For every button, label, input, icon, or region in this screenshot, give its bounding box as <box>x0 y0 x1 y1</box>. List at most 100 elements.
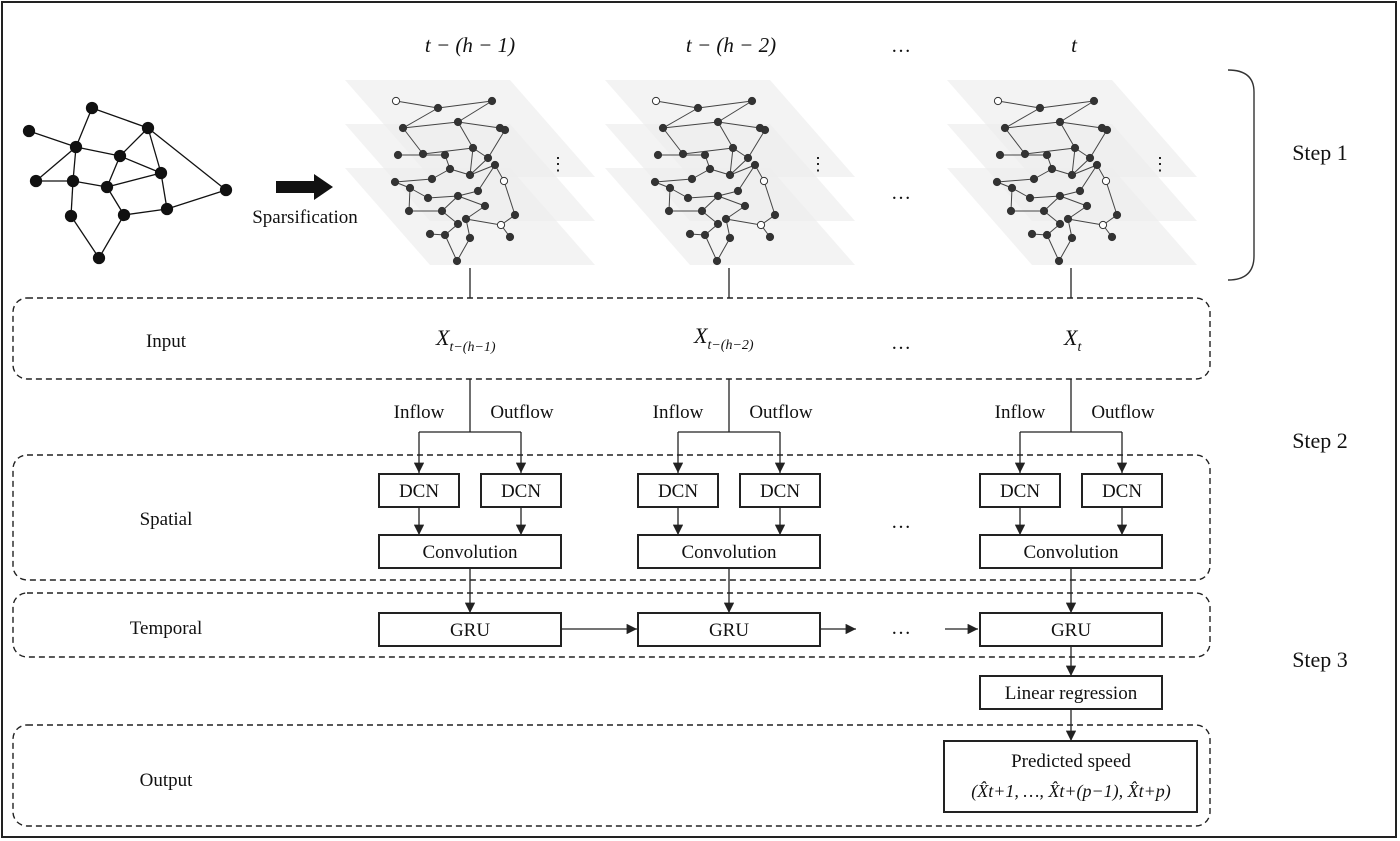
layer-node <box>1085 153 1095 163</box>
layer-edge <box>437 100 493 109</box>
layer-node <box>473 186 483 196</box>
layer-edge <box>1089 129 1108 159</box>
layer-edge <box>997 100 1041 109</box>
convolution-box <box>979 534 1163 569</box>
layer-node-empty <box>391 96 401 106</box>
layer-node <box>750 160 760 170</box>
road-edge <box>166 189 227 210</box>
dcn-label: DCN <box>399 481 439 502</box>
sparsification-label: Sparsification <box>252 207 358 228</box>
layer-node <box>465 233 475 243</box>
road-edge <box>123 208 168 216</box>
step1-brace <box>1227 69 1255 281</box>
road-node <box>92 251 106 265</box>
layer-edge <box>1029 195 1061 199</box>
step1-label: Step 1 <box>1292 140 1348 165</box>
layer-node <box>390 177 400 187</box>
convolution-label: Convolution <box>1023 542 1119 563</box>
layer-node <box>1007 183 1017 193</box>
layer-edge <box>1024 147 1076 155</box>
layer-vertical-ellipsis: ⋮ <box>549 154 567 174</box>
layer-node <box>653 150 663 160</box>
output-row-label: Output <box>140 770 194 791</box>
layer-node <box>693 103 703 113</box>
layer-edge <box>422 147 474 155</box>
dcn-label: DCN <box>1102 481 1142 502</box>
layer-edge <box>402 121 459 129</box>
layer-node <box>683 193 693 203</box>
layer-edge <box>996 178 1035 183</box>
layer-node <box>452 256 462 266</box>
gru-box <box>637 612 821 647</box>
road-node <box>117 208 131 222</box>
layer-edge <box>402 127 424 155</box>
layer-edge <box>1004 107 1041 129</box>
layer-node <box>697 206 707 216</box>
layer-node <box>713 117 723 127</box>
layer-node <box>453 191 463 201</box>
layer-node <box>487 96 497 106</box>
input-symbol-2: Xt−(h−2) <box>693 323 754 353</box>
layer-node <box>398 123 408 133</box>
dcn-box <box>378 473 460 508</box>
outflow-label: Outflow <box>490 402 554 423</box>
layer-node <box>725 233 735 243</box>
layer-edge <box>717 121 761 129</box>
road-edge <box>119 127 149 157</box>
road-edge <box>70 215 100 259</box>
road-node <box>29 174 43 188</box>
layer-edge <box>1046 234 1060 262</box>
layer-edge <box>1079 164 1098 192</box>
layer-node <box>480 201 490 211</box>
road-edge <box>106 172 162 188</box>
layer-node <box>700 150 710 160</box>
layer-node <box>705 164 715 174</box>
layer-node <box>453 219 463 229</box>
layer-node <box>1020 149 1030 159</box>
road-node <box>66 174 80 188</box>
layer-edge <box>444 234 458 262</box>
layer-node <box>765 232 775 242</box>
layer-edge <box>729 164 756 176</box>
layer-node <box>445 164 455 174</box>
layer-edge <box>457 195 486 207</box>
layer-node <box>1006 206 1016 216</box>
layer-edge <box>1004 127 1026 155</box>
layer-node <box>1082 201 1092 211</box>
dcn-label: DCN <box>1000 481 1040 502</box>
layer-node-empty <box>993 96 1003 106</box>
layer-node <box>1070 143 1080 153</box>
road-node <box>64 209 78 223</box>
layer-node <box>505 232 515 242</box>
gru-box <box>979 612 1163 647</box>
layer-node <box>1027 229 1037 239</box>
road-node <box>69 140 83 154</box>
road-edge <box>35 146 77 182</box>
spatial-row-box <box>12 454 1211 581</box>
layer-node <box>992 177 1002 187</box>
layer-node <box>1055 219 1065 229</box>
layer-edge <box>487 129 506 159</box>
road-node <box>219 183 233 197</box>
temporal-row-label: Temporal <box>130 618 203 639</box>
layer-edge <box>469 164 496 176</box>
layer-edge <box>456 237 471 262</box>
layer-edge <box>469 147 474 176</box>
layer-node <box>740 201 750 211</box>
layer-node <box>743 153 753 163</box>
layer-edge <box>394 178 433 183</box>
outflow-label: Outflow <box>749 402 813 423</box>
layer-node <box>1107 232 1117 242</box>
layer-node <box>500 125 510 135</box>
layer-edge <box>1059 121 1103 129</box>
layer-vertical-ellipsis: ⋮ <box>1151 154 1169 174</box>
layer-edge <box>717 100 753 123</box>
predicted-speed-formula: (X̂t+1, …, X̂t+(p−1), X̂t+p) <box>971 781 1171 802</box>
layer-node <box>404 206 414 216</box>
layer-node <box>1035 103 1045 113</box>
layer-edge <box>465 218 502 226</box>
layer-node-empty <box>496 220 506 230</box>
layer-node-empty <box>759 176 769 186</box>
layer-node <box>393 150 403 160</box>
time-label-2: t − (h − 2) <box>686 33 776 57</box>
